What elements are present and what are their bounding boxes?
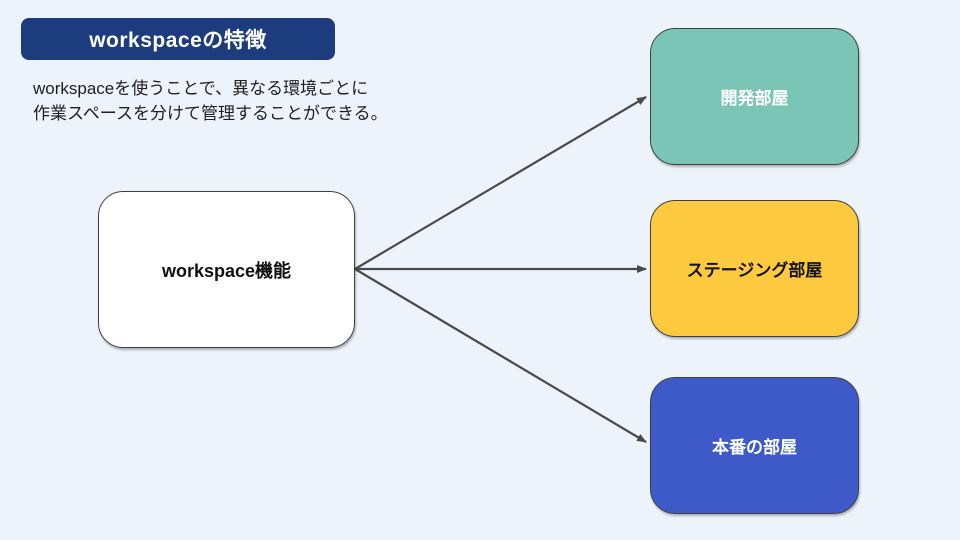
node-prod-room-label: 本番の部屋	[712, 438, 797, 457]
slide-title: workspaceの特徴	[89, 29, 267, 52]
description-line-2: 作業スペースを分けて管理することができる。	[33, 104, 388, 123]
node-dev-room: 開発部屋	[650, 28, 859, 165]
arrow-to-prod-room	[354, 268, 647, 443]
description-line-1: workspaceを使うことで、異なる環境ごとに	[33, 79, 369, 98]
node-prod-room: 本番の部屋	[650, 377, 859, 514]
node-workspace-function-label: workspace機能	[161, 260, 292, 281]
slide-title-badge: workspaceの特徴	[21, 18, 335, 60]
node-dev-room-label: 開発部屋	[720, 89, 789, 108]
node-staging-room: ステージング部屋	[650, 200, 859, 337]
arrow-to-dev-room	[354, 96, 647, 270]
slide-description: workspaceを使うことで、異なる環境ごとに 作業スペースを分けて管理するこ…	[33, 76, 388, 126]
node-workspace-function: workspace機能	[98, 191, 355, 348]
node-staging-room-label: ステージング部屋	[686, 261, 823, 280]
